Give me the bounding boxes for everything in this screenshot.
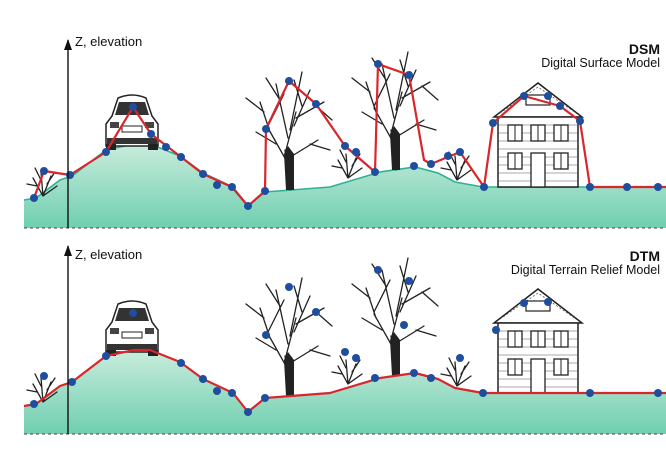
dsm-model-name: Digital Surface Model xyxy=(541,56,660,70)
dtm-z-axis-arrow xyxy=(64,245,72,256)
dsm-z-axis-arrow xyxy=(64,39,72,50)
house-icon xyxy=(493,82,583,188)
dtm-terrain xyxy=(24,350,666,434)
dtm-model-name: Digital Terrain Relief Model xyxy=(510,263,660,277)
dsm-model-abbr: DSM xyxy=(628,41,660,57)
dsm-points xyxy=(30,60,662,210)
tree-icon xyxy=(351,257,439,377)
dtm-panel xyxy=(23,245,666,435)
dsm-terrain xyxy=(24,144,666,228)
house-icon xyxy=(493,288,583,394)
dtm-axis-label: Z, elevation xyxy=(75,247,143,262)
dsm-surface-line xyxy=(32,62,666,208)
dsm-axis-label: Z, elevation xyxy=(75,34,143,49)
tree-icon xyxy=(245,277,333,397)
dtm-ground-points xyxy=(30,352,662,416)
dsm-panel xyxy=(23,39,666,229)
tree-icon xyxy=(245,71,333,191)
dtm-model-abbr: DTM xyxy=(629,248,660,264)
dtm-filtered-points xyxy=(40,266,552,380)
